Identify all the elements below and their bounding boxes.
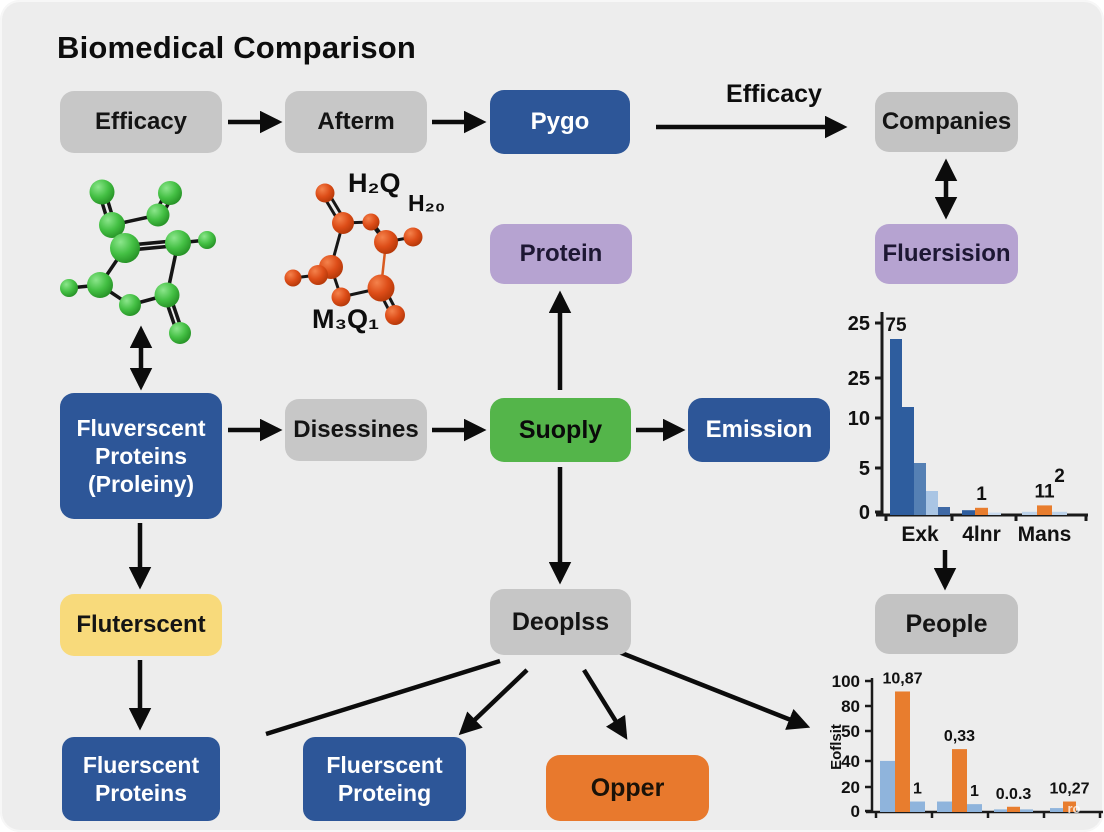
- watermark: ro: [1068, 801, 1081, 816]
- svg-text:50: 50: [841, 722, 860, 741]
- box-efficacy: Efficacy: [60, 91, 222, 153]
- svg-text:Mans: Mans: [1018, 523, 1072, 546]
- svg-text:25: 25: [848, 313, 870, 335]
- molecule-label-m3q1: M₃Q₁: [312, 304, 380, 334]
- box-fluerscent-proteins: Fluerscent Proteins: [62, 737, 220, 821]
- svg-text:0.0.3: 0.0.3: [996, 786, 1032, 803]
- bar-chart-eoflsit: 100 80 50 40 20 0 10,87 1 0,33 1 0.0.3 10,27 Eoflsit…: [828, 670, 1103, 821]
- box-afterm: Afterm: [285, 91, 427, 153]
- molecule-label-h20: H₂₀: [408, 190, 446, 216]
- box-fluverscent-proteins: Fluverscent Proteins (Proleiny): [60, 393, 222, 519]
- svg-text:10,87: 10,87: [882, 670, 922, 687]
- svg-text:Exk: Exk: [901, 523, 939, 546]
- svg-text:0,33: 0,33: [944, 728, 975, 745]
- edge-label-efficacy: Efficacy: [726, 80, 822, 108]
- svg-text:20: 20: [841, 778, 860, 797]
- svg-text:11: 11: [1034, 481, 1055, 502]
- box-emission: Emission: [688, 398, 830, 462]
- box-opper: Opper: [546, 755, 709, 821]
- svg-text:40: 40: [841, 752, 860, 771]
- svg-text:25: 25: [848, 368, 870, 390]
- svg-text:1: 1: [913, 781, 922, 798]
- box-suoply: Suoply: [490, 398, 631, 462]
- svg-text:4lnr: 4lnr: [962, 523, 1001, 546]
- svg-text:100: 100: [832, 672, 860, 691]
- box-pygo: Pygo: [490, 90, 630, 154]
- svg-text:75: 75: [885, 315, 907, 336]
- box-fluerscent-proteing: Fluerscent Proteing: [303, 737, 466, 821]
- chart-y-axis-label: Eoflsit: [828, 724, 845, 770]
- svg-text:10: 10: [848, 408, 870, 430]
- svg-text:80: 80: [841, 697, 860, 716]
- svg-text:5: 5: [859, 458, 870, 480]
- green-molecule-icon: [60, 179, 216, 344]
- svg-text:10,27: 10,27: [1049, 781, 1089, 798]
- svg-text:0: 0: [859, 502, 870, 524]
- svg-text:1: 1: [970, 783, 979, 800]
- svg-text:0: 0: [851, 802, 860, 821]
- svg-text:2: 2: [1054, 466, 1065, 487]
- box-fluterscent: Fluterscent: [60, 594, 222, 656]
- molecule-label-h2q: H₂Q: [348, 168, 401, 198]
- box-deoplss: Deoplss: [490, 589, 631, 655]
- box-companies: Companies: [875, 92, 1018, 152]
- box-fluersision: Fluersision: [875, 224, 1018, 284]
- page-title: Biomedical Comparison: [57, 30, 417, 65]
- svg-text:1: 1: [976, 484, 987, 505]
- box-people: People: [875, 594, 1018, 654]
- box-protein: Protein: [490, 224, 632, 284]
- box-disessines: Disessines: [285, 399, 427, 461]
